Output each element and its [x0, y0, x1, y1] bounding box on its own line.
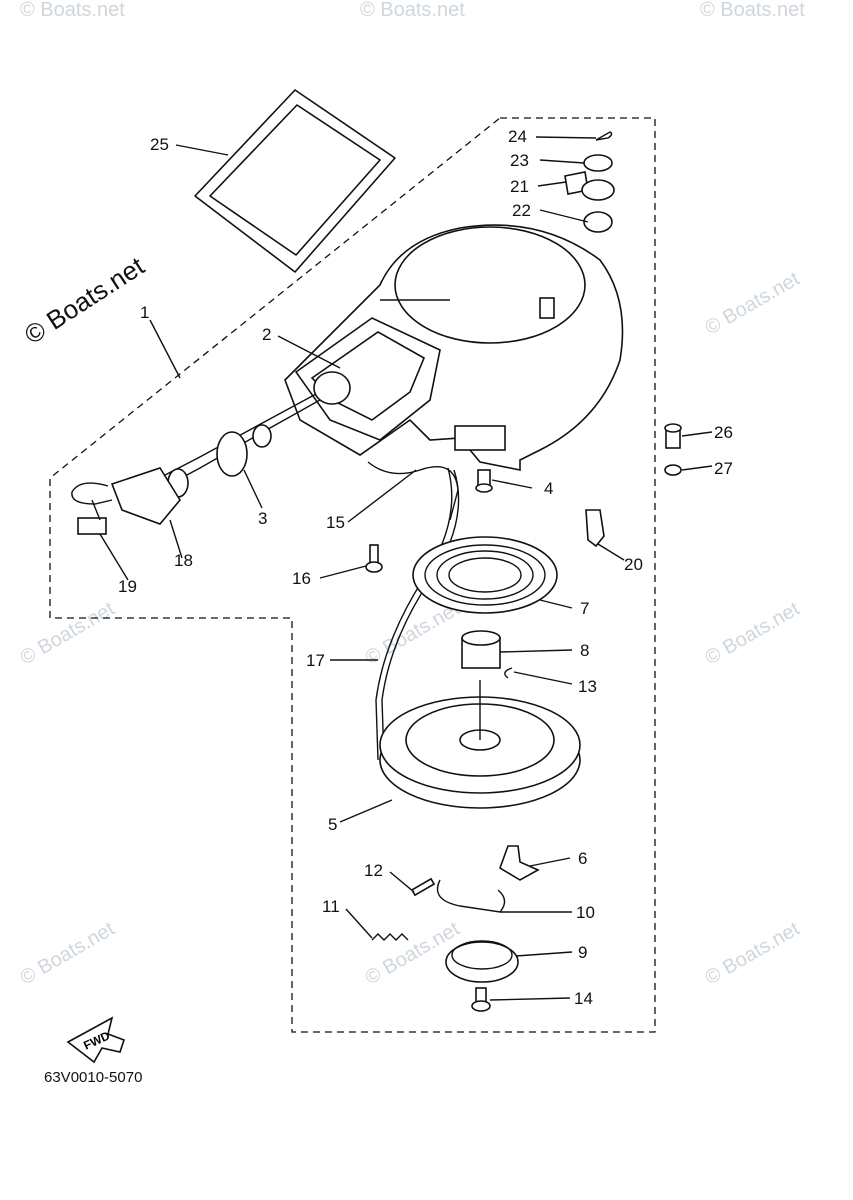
cotter-pin-24 [595, 131, 613, 141]
watermark: © Boats.net [360, 0, 465, 21]
bolt-16 [365, 544, 383, 573]
callout-5: 5 [328, 815, 337, 834]
washer-27 [664, 464, 682, 476]
watermark: © Boats.net [17, 598, 119, 670]
return-spring-10 [436, 879, 506, 913]
pin-12 [410, 877, 436, 897]
callout-21: 21 [510, 177, 529, 196]
callout-16: 16 [292, 569, 311, 588]
callout-6: 6 [578, 849, 587, 868]
bolt-26 [664, 423, 682, 449]
callout-10: 10 [576, 903, 595, 922]
callout-12: 12 [364, 861, 383, 880]
collar-4 [475, 469, 493, 493]
callout-24: 24 [508, 127, 527, 146]
circlip-13 [504, 667, 513, 679]
callout-7: 7 [580, 599, 589, 618]
pulley-5 [379, 680, 581, 809]
watermark: © Boats.net [702, 918, 804, 990]
spring-22 [583, 211, 613, 233]
lever-20 [585, 509, 605, 548]
callout-17: 17 [306, 651, 325, 670]
bolt-14 [471, 987, 491, 1012]
spiral-spring-7 [412, 536, 558, 614]
callout-27: 27 [714, 459, 733, 478]
washer-23 [583, 154, 613, 172]
callout-4: 4 [544, 479, 553, 498]
callout-14: 14 [574, 989, 593, 1008]
pawl-6 [499, 845, 540, 881]
callout-23: 23 [510, 151, 529, 170]
watermark: © Boats.net [700, 0, 805, 21]
fwd-arrow-icon: FWD [66, 1016, 126, 1064]
callout-25: 25 [150, 135, 169, 154]
callout-18: 18 [174, 551, 193, 570]
bushing-8 [461, 630, 501, 669]
plate-9 [445, 940, 519, 983]
callout-26: 26 [714, 423, 733, 442]
callout-9: 9 [578, 943, 587, 962]
callout-11: 11 [322, 897, 340, 916]
callout-3: 3 [258, 509, 267, 528]
boats-net-watermark: © Boats.net [19, 250, 150, 350]
callout-20: 20 [624, 555, 643, 574]
part-code: 63V0010-5070 [44, 1069, 142, 1086]
callout-13: 13 [578, 677, 597, 696]
callout-19: 19 [118, 577, 137, 596]
leader-lines [99, 136, 713, 1001]
callout-1: 1 [140, 303, 149, 322]
washer-21b [581, 179, 615, 201]
watermark: © Boats.net [702, 268, 804, 340]
watermark: © Boats.net [20, 0, 125, 21]
callout-2: 2 [262, 325, 271, 344]
callout-15: 15 [326, 513, 345, 532]
starter-cable-assembly [71, 393, 321, 535]
callout-22: 22 [512, 201, 531, 220]
gasket-25 [194, 89, 396, 273]
watermark: © Boats.net [17, 918, 119, 990]
starter-housing-1 [284, 224, 624, 471]
assembly-boundary [49, 117, 656, 1033]
link-rod-15 [367, 461, 459, 521]
callout-8: 8 [580, 641, 589, 660]
spring-11 [371, 933, 409, 941]
watermark: © Boats.net [702, 598, 804, 670]
